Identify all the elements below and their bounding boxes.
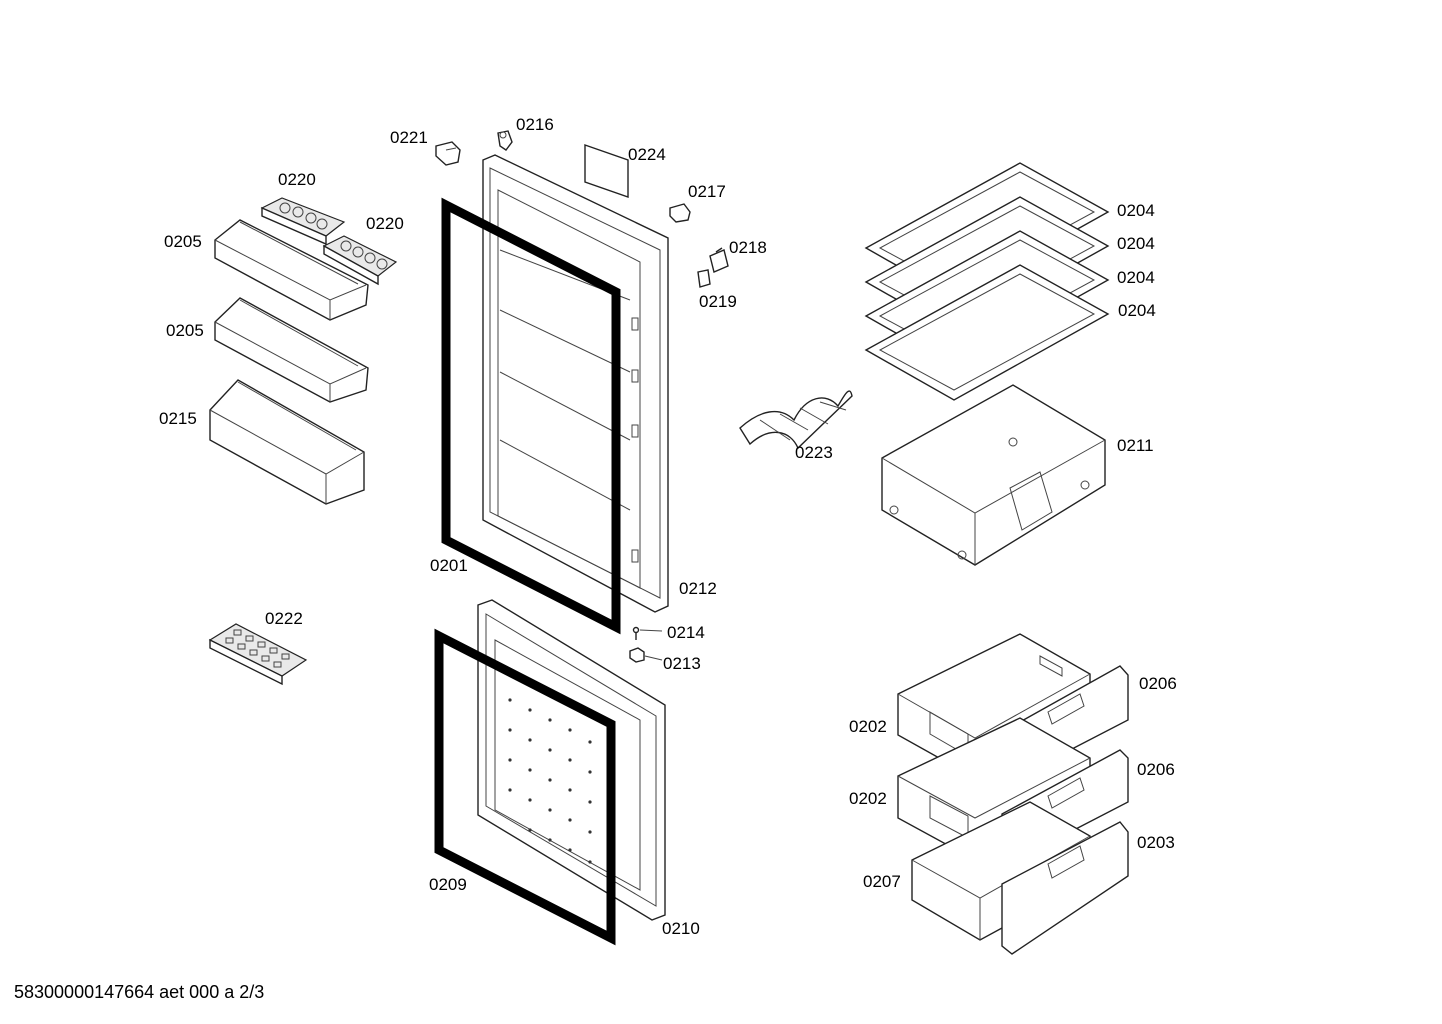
label-0206-a: 0206 xyxy=(1139,674,1177,693)
part-0209 xyxy=(434,628,616,946)
label-0220-b: 0220 xyxy=(366,214,404,233)
part-0220-a xyxy=(260,197,346,246)
part-0221 xyxy=(435,141,461,166)
label-0219: 0219 xyxy=(699,292,737,311)
part-0220-b xyxy=(322,235,398,286)
label-0216: 0216 xyxy=(516,115,554,134)
part-0216 xyxy=(497,130,513,151)
label-0213: 0213 xyxy=(663,654,701,673)
label-0204-b: 0204 xyxy=(1117,234,1155,253)
label-0214: 0214 xyxy=(667,623,705,642)
part-0222 xyxy=(208,623,308,686)
part-0219 xyxy=(697,269,711,288)
label-0201: 0201 xyxy=(430,556,468,575)
label-0205-a: 0205 xyxy=(164,232,202,251)
label-0204-a: 0204 xyxy=(1117,201,1155,220)
label-0206-b: 0206 xyxy=(1137,760,1175,779)
label-0220-a: 0220 xyxy=(278,170,316,189)
label-0217: 0217 xyxy=(688,182,726,201)
label-0218: 0218 xyxy=(729,238,767,257)
part-0205-a xyxy=(214,219,369,321)
part-0217 xyxy=(669,203,691,223)
part-0212 xyxy=(482,154,669,613)
label-0224: 0224 xyxy=(628,145,666,164)
label-0202-a: 0202 xyxy=(849,717,887,736)
document-id-footer: 58300000147664 aet 000 a 2/3 xyxy=(14,982,265,1002)
label-0204-c: 0204 xyxy=(1117,268,1155,287)
part-0224 xyxy=(584,144,629,198)
part-0213 xyxy=(629,647,663,663)
label-0202-b: 0202 xyxy=(849,789,887,808)
label-0212: 0212 xyxy=(679,579,717,598)
part-0204-d xyxy=(864,264,1110,401)
label-0223: 0223 xyxy=(795,443,833,462)
part-0211 xyxy=(881,384,1106,566)
part-0223 xyxy=(739,390,853,450)
part-0203 xyxy=(1001,821,1129,955)
label-0222: 0222 xyxy=(265,609,303,628)
part-0201 xyxy=(441,197,621,635)
label-0211: 0211 xyxy=(1117,436,1154,455)
label-0210: 0210 xyxy=(662,919,700,938)
label-0204-d: 0204 xyxy=(1118,301,1156,320)
label-0205-b: 0205 xyxy=(166,321,204,340)
label-0207: 0207 xyxy=(863,872,901,891)
part-0214 xyxy=(632,626,663,640)
label-0221: 0221 xyxy=(390,128,428,147)
label-0209: 0209 xyxy=(429,875,467,894)
part-0215 xyxy=(209,379,365,505)
label-0215: 0215 xyxy=(159,409,197,428)
part-0205-b xyxy=(214,297,369,403)
label-0203: 0203 xyxy=(1137,833,1175,852)
part-0218 xyxy=(709,247,729,273)
